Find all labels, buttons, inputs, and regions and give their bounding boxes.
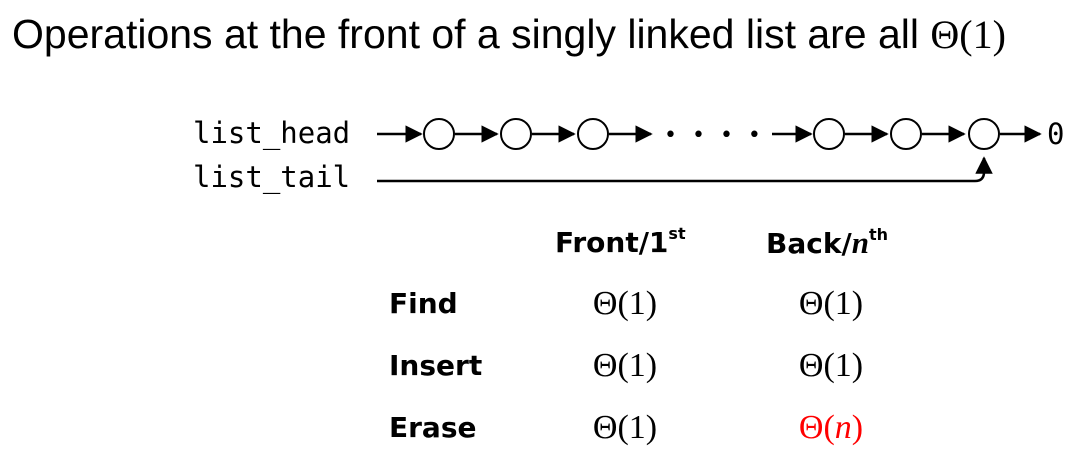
cell-find-back: Θ(1) [798, 285, 864, 322]
column-header-back-var: n [851, 225, 869, 260]
cell-erase-back: Θ(n) [798, 409, 864, 446]
list-node [890, 118, 922, 150]
column-header-back: Back/nth [766, 226, 888, 261]
row-label-insert: Insert [389, 349, 483, 382]
column-header-front: Front/1st [555, 226, 686, 260]
title-complexity: Θ(1) [930, 12, 1006, 57]
list-node [813, 118, 845, 150]
cell-insert-back: Θ(1) [798, 347, 864, 384]
list-node [577, 118, 609, 150]
row-label-find: Find [389, 287, 458, 320]
ellipsis: • • • • [664, 123, 765, 148]
column-header-back-sup: th [868, 225, 888, 244]
column-header-front-text: Front/1 [555, 226, 669, 259]
cell-insert-front: Θ(1) [592, 347, 658, 384]
row-label-erase: Erase [389, 411, 477, 444]
list-node [423, 118, 455, 150]
null-terminator: 0 [1047, 117, 1064, 151]
list-node [500, 118, 532, 150]
list-tail-label: list_tail [193, 160, 350, 195]
list-node-last [968, 118, 1000, 150]
column-header-front-sup: st [668, 224, 686, 243]
title-text: Operations at the front of a singly link… [12, 11, 931, 57]
tail-pointer-arrow [377, 156, 993, 183]
cell-find-front: Θ(1) [592, 285, 658, 322]
linked-list-diagram: list_head list_tail • • • • 0 [193, 116, 1064, 195]
slide-title: Operations at the front of a singly link… [12, 10, 1006, 59]
list-head-label: list_head [193, 116, 350, 151]
column-header-back-text: Back/ [766, 227, 852, 260]
cell-erase-front: Θ(1) [592, 409, 658, 446]
